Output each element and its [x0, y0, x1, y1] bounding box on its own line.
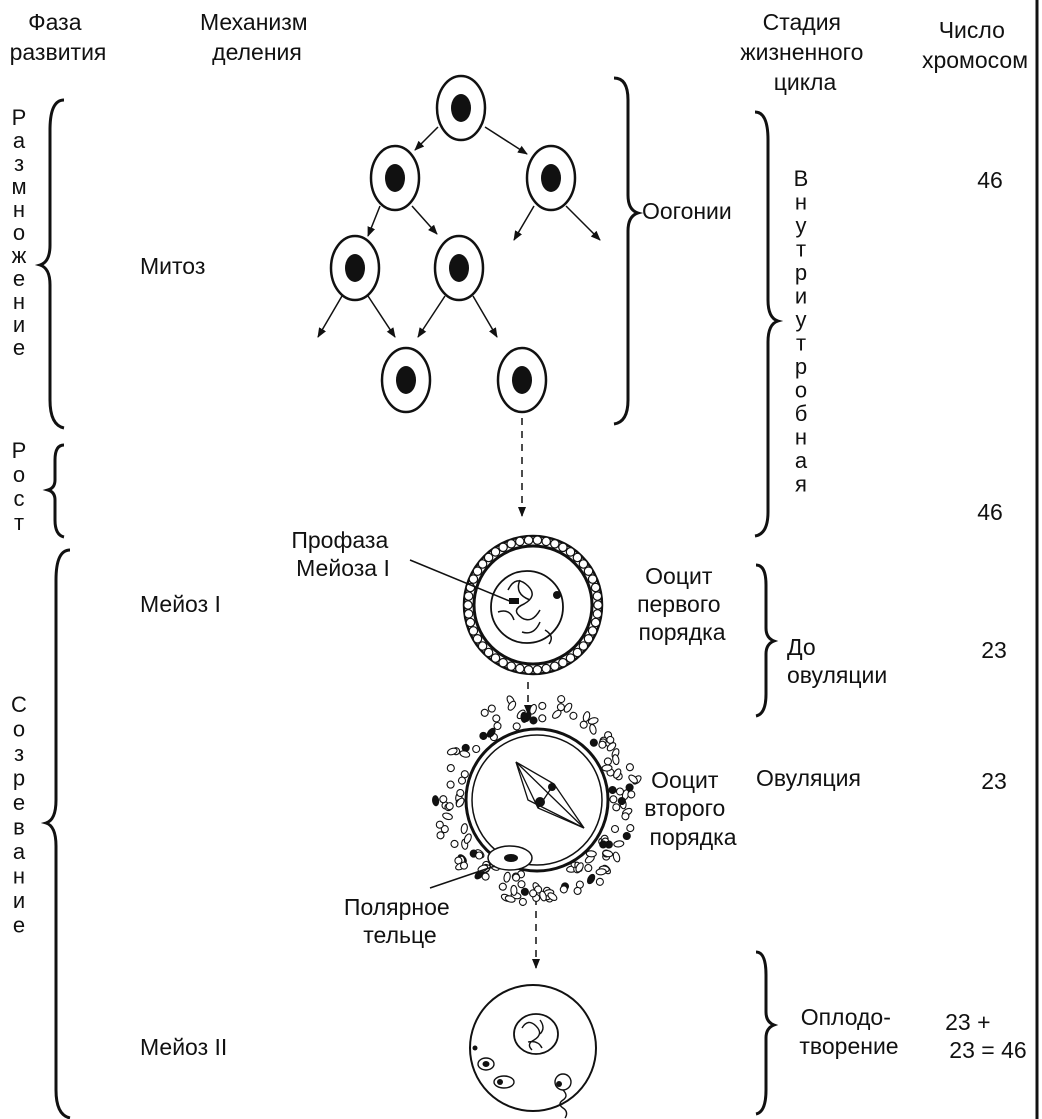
stage-ovulation: Овуляция	[756, 765, 861, 791]
label-oocyte2: Ооцит второго порядка	[644, 767, 736, 850]
header-chromosomes: Число хромосом	[922, 17, 1028, 73]
oogonium-cell	[369, 144, 421, 212]
brace-before-ovulation	[755, 563, 779, 718]
label-oogonia: Оогонии	[642, 198, 732, 224]
mechanism-mitosis: Митоз	[140, 253, 205, 279]
label-prophase: Профаза Мейоза I	[291, 527, 394, 581]
division-arrows	[317, 126, 601, 969]
chromatin	[497, 579, 552, 645]
mechanism-meiosis1: Мейоз I	[140, 591, 221, 617]
label-polar-body: Полярное тельце	[344, 894, 456, 948]
label-oocyte1: Ооцит первого порядка	[637, 563, 727, 645]
oogonia-cells	[329, 74, 577, 414]
sperm-tail	[559, 1089, 568, 1119]
brace-oogonia	[613, 76, 644, 426]
count-growth: 46	[977, 499, 1003, 525]
polar-body-pointer	[429, 865, 496, 889]
count-fertilization: 23 + 23 = 46	[945, 1009, 1027, 1063]
count-ovulation: 23	[981, 768, 1007, 794]
oogonium-cell	[329, 234, 381, 302]
prophase-pointer	[409, 559, 513, 603]
oogonium-cell	[525, 144, 577, 212]
corona-radiata-cells	[432, 695, 642, 906]
oogonium-cell	[435, 74, 487, 142]
count-oocyte1: 23	[981, 637, 1007, 663]
header-mechanism: Механизм деления	[200, 9, 314, 65]
primary-oocyte	[462, 534, 604, 676]
stage-before-ovulation: До овуляции	[787, 634, 887, 688]
header-phase: Фаза развития	[10, 9, 107, 65]
brace-reproduction	[34, 98, 65, 430]
mechanism-meiosis2: Мейоз II	[140, 1034, 227, 1060]
phase-braces	[34, 98, 71, 1119]
header-stage: Стадия жизненного цикла	[740, 9, 870, 95]
brace-growth	[42, 443, 65, 539]
secondary-oocyte	[432, 695, 642, 906]
brace-fertilization	[755, 950, 779, 1116]
oogonium-cell	[496, 346, 548, 414]
brace-intrauterine	[754, 110, 784, 538]
brace-maturation	[40, 548, 71, 1119]
oogonium-cell	[380, 346, 432, 414]
count-oogonia: 46	[977, 167, 1003, 193]
fertilized-egg	[469, 984, 597, 1119]
follicle-cells-ring	[463, 535, 603, 675]
stage-fertilization: Оплодо- творение	[799, 1004, 898, 1059]
oogonium-cell	[433, 234, 485, 302]
